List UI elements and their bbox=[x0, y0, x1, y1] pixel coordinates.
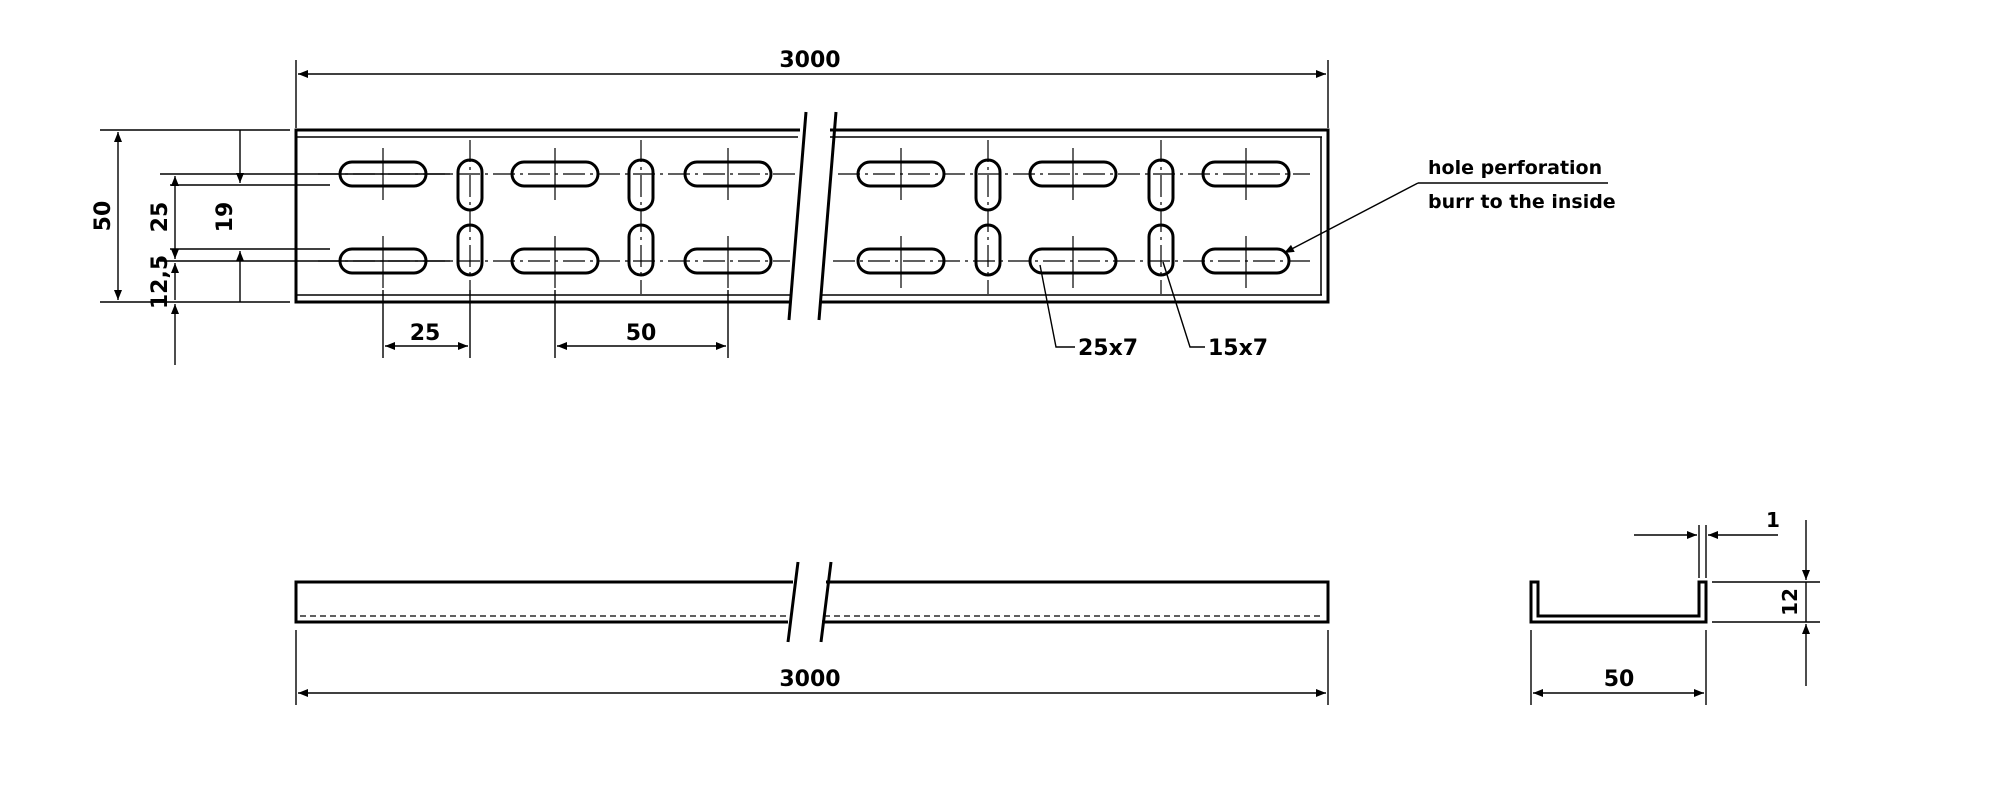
dim-thickness-label: 1 bbox=[1766, 508, 1780, 532]
slot-centre-marks bbox=[382, 148, 1247, 288]
dim-height-total-label: 50 bbox=[91, 201, 116, 232]
break-line bbox=[787, 111, 808, 321]
top-view-outline-right bbox=[820, 128, 1330, 304]
side-view-outline-right bbox=[822, 580, 1330, 624]
side-view bbox=[294, 561, 1330, 643]
cross-section bbox=[1529, 580, 1708, 624]
hole-centre-lines bbox=[318, 140, 1310, 294]
hole-short-slot-label: 15x7 bbox=[1208, 336, 1268, 361]
break-line bbox=[819, 561, 833, 643]
dim-height-inner-label: 25 bbox=[148, 202, 173, 233]
break-line bbox=[786, 561, 800, 643]
hole-long-slot-label: 25x7 bbox=[1078, 336, 1138, 361]
dim-pitch-small-label: 25 bbox=[410, 321, 441, 346]
dim-height-row-label: 19 bbox=[213, 202, 238, 233]
side-view-dimensions bbox=[295, 630, 1329, 705]
top-view-outline-left bbox=[294, 128, 800, 304]
dim-section-height-label: 12 bbox=[1778, 588, 1802, 616]
dim-top-length-label: 3000 bbox=[779, 48, 840, 73]
dim-pitch-large-label: 50 bbox=[626, 321, 657, 346]
dim-edge-offset-label: 12,5 bbox=[148, 255, 173, 309]
short-slots bbox=[456, 158, 1175, 277]
section-profile bbox=[1529, 580, 1708, 624]
cross-section-dimensions bbox=[1530, 520, 1820, 705]
top-view bbox=[294, 111, 1330, 321]
dim-side-length-label: 3000 bbox=[779, 667, 840, 692]
leader-long-slot bbox=[1039, 264, 1075, 348]
side-view-outline-left bbox=[294, 580, 793, 624]
top-view-dimensions bbox=[100, 60, 1608, 365]
note-line-2: burr to the inside bbox=[1428, 191, 1616, 213]
break-line bbox=[817, 111, 838, 321]
leader-note bbox=[1283, 182, 1419, 254]
dim-section-width-label: 50 bbox=[1604, 667, 1635, 692]
leader-short-slot bbox=[1162, 261, 1205, 348]
note-line-1: hole perforation bbox=[1428, 157, 1602, 179]
